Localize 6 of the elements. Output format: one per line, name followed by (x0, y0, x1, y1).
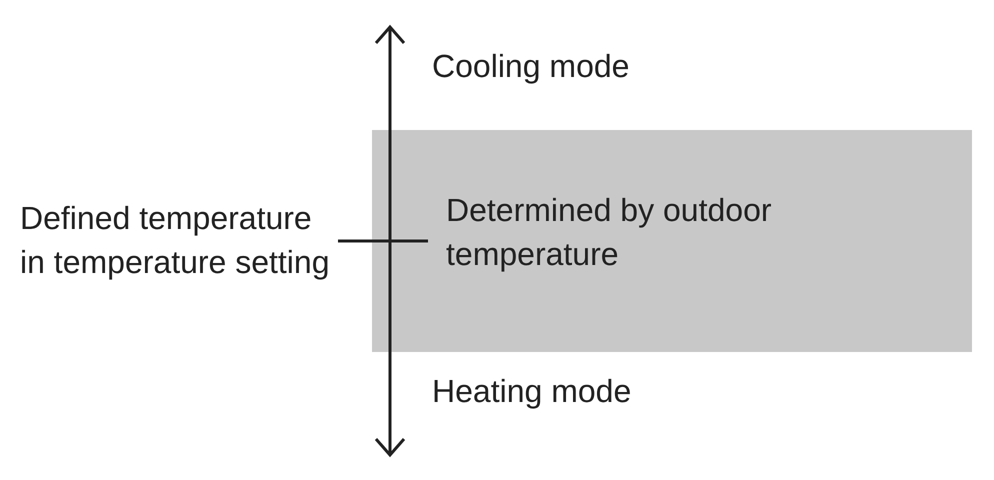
shaded-band (372, 130, 972, 352)
band-text: Determined by outdoor temperature (446, 191, 773, 274)
leader-line (338, 240, 428, 242)
setpoint-label: Defined temperature in temperature setting (20, 199, 330, 282)
mode-label: Heating mode (432, 373, 632, 410)
mode-label: Cooling mode (432, 48, 630, 85)
